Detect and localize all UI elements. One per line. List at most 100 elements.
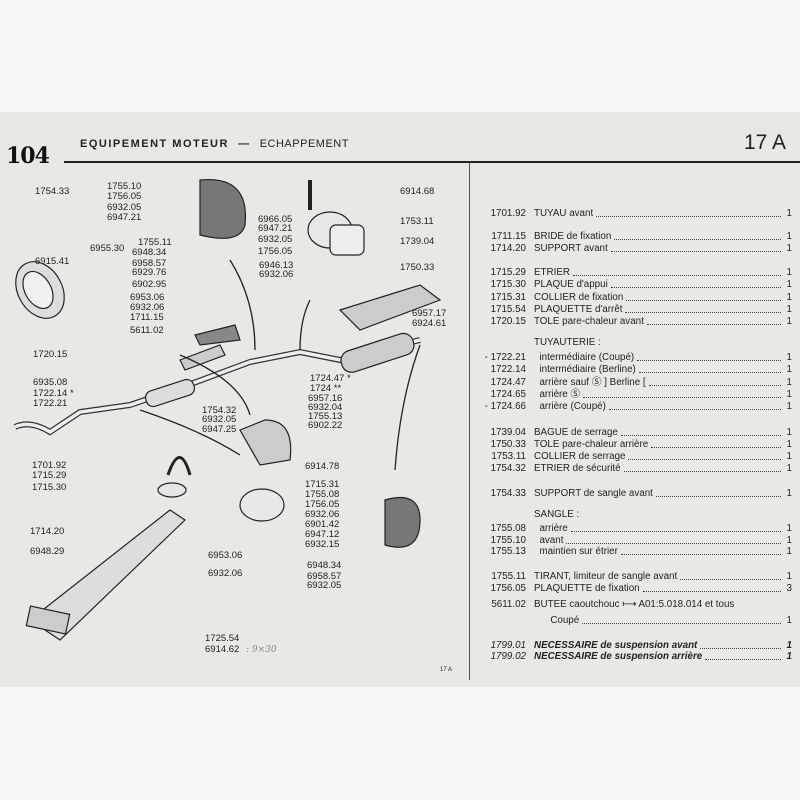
part-quantity: 1 <box>786 279 792 290</box>
part-callout: 6932.05 <box>258 234 293 245</box>
page-title: EQUIPEMENT MOTEUR — ECHAPPEMENT <box>80 138 349 150</box>
dot-leader <box>610 251 781 252</box>
part-number: 1715.31 <box>490 292 526 303</box>
part-callout: 1755.13 <box>308 411 343 422</box>
part-quantity: 1 <box>786 651 792 662</box>
part-number: - 1722.21 <box>484 352 526 363</box>
part-callout: 6953.06 <box>130 292 165 303</box>
part-description: TOLE pare-chaleur avant <box>534 316 644 327</box>
part-number: 1799.01 <box>490 640 526 651</box>
part-callout: 6932.05 <box>202 414 237 425</box>
dot-leader <box>620 435 781 436</box>
part-description: ETRIER <box>534 267 570 278</box>
part-callout: 6932.04 <box>308 402 343 413</box>
part-callout: 6929.76 <box>132 267 167 278</box>
heat-shield-drawing <box>179 284 442 371</box>
page-number: 17 A <box>744 131 787 154</box>
dot-leader <box>646 324 781 325</box>
part-description: TIRANT, limiteur de sangle avant <box>534 571 678 582</box>
part-number: 1755.11 <box>491 571 526 582</box>
dot-leader <box>626 300 781 301</box>
flange-drawing <box>15 261 65 319</box>
parts-list-row: 1720.15 TOLE pare-chaleur avant 1 <box>474 315 792 327</box>
part-quantity: 3 <box>786 583 792 594</box>
part-callout: 6924.61 <box>412 318 447 329</box>
part-callout: 6914.62 <box>205 644 240 655</box>
part-quantity: 1 <box>786 439 792 450</box>
part-quantity: 1 <box>786 488 792 499</box>
part-callout: 6947.25 <box>202 424 237 435</box>
header-rule <box>64 161 800 163</box>
model-logo: 104 <box>6 143 50 169</box>
part-description: SUPPORT avant <box>534 243 608 254</box>
part-description: PLAQUETTE de fixation <box>534 583 640 594</box>
part-callout: 1711.15 <box>130 312 164 323</box>
part-callout: 1722.14 * <box>33 388 74 399</box>
part-description: arrière (Coupé) <box>534 401 606 412</box>
part-number: 1720.15 <box>490 316 526 327</box>
dot-leader <box>610 287 781 288</box>
part-callout: 1724.47 * <box>310 373 351 384</box>
handwritten-note: : 9×30 <box>246 645 277 655</box>
part-callout: 6932.06 <box>130 302 165 313</box>
part-quantity: 1 <box>786 316 792 327</box>
dot-leader <box>625 312 781 313</box>
part-callout: 1722.21 <box>33 398 68 409</box>
part-number: 1799.02 <box>490 651 526 662</box>
part-number: 1724.47 <box>490 377 526 388</box>
part-number: 1754.33 <box>490 488 526 499</box>
part-quantity: 1 <box>786 292 792 303</box>
part-callout: 6932.05 <box>107 202 142 213</box>
column-divider <box>469 163 470 680</box>
part-quantity: 1 <box>786 427 792 438</box>
parts-list-row: 1756.05 PLAQUETTE de fixation 3 <box>474 582 792 594</box>
part-description: PLAQUE d'appui <box>534 279 608 290</box>
part-description: PLAQUETTE d'arrêt <box>534 304 623 315</box>
part-description: avant <box>534 535 564 546</box>
part-callout: 6966.05 <box>258 214 293 225</box>
front-support-drawing <box>25 456 192 641</box>
part-callout: 1715.30 <box>32 482 67 493</box>
part-description: ETRIER de sécurité <box>534 463 621 474</box>
part-quantity: 1 <box>786 523 792 534</box>
dot-leader <box>700 648 781 649</box>
part-callout: 1754.32 <box>202 405 237 416</box>
exhaust-exploded-diagram <box>13 178 442 641</box>
footer-page-number: 17 A <box>440 667 453 673</box>
part-callout: 6947.12 <box>305 529 340 540</box>
subsection-title: ECHAPPEMENT <box>259 138 349 150</box>
dot-leader <box>648 385 781 386</box>
part-quantity: 1 <box>786 535 792 546</box>
part-description: NECESSAIRE de suspension avant <box>534 640 698 651</box>
part-description: TOLE pare-chaleur arrière <box>534 439 649 450</box>
parts-list-row: SANGLE : <box>474 508 792 520</box>
part-description: BAGUE de serrage <box>534 427 618 438</box>
part-description: NECESSAIRE de suspension arrière <box>534 651 703 662</box>
part-number: 1753.11 <box>491 451 526 462</box>
part-description: maintien sur étrier <box>534 546 618 557</box>
part-callout: 1739.04 <box>400 236 435 247</box>
part-number: 1755.13 <box>490 546 526 557</box>
part-callout: 6948.29 <box>30 546 65 557</box>
part-number: 1756.05 <box>490 583 526 594</box>
dot-leader <box>638 372 781 373</box>
part-callout: 1753.11 <box>400 216 434 227</box>
part-callout: 6946.13 <box>259 260 294 271</box>
part-description: SANGLE : <box>534 509 580 520</box>
dot-leader <box>572 275 781 276</box>
dot-leader <box>582 623 781 624</box>
part-quantity: 1 <box>786 243 792 254</box>
dot-leader <box>608 409 781 410</box>
arrows-drawing <box>139 259 421 471</box>
part-callout: 6947.21 <box>107 212 142 223</box>
